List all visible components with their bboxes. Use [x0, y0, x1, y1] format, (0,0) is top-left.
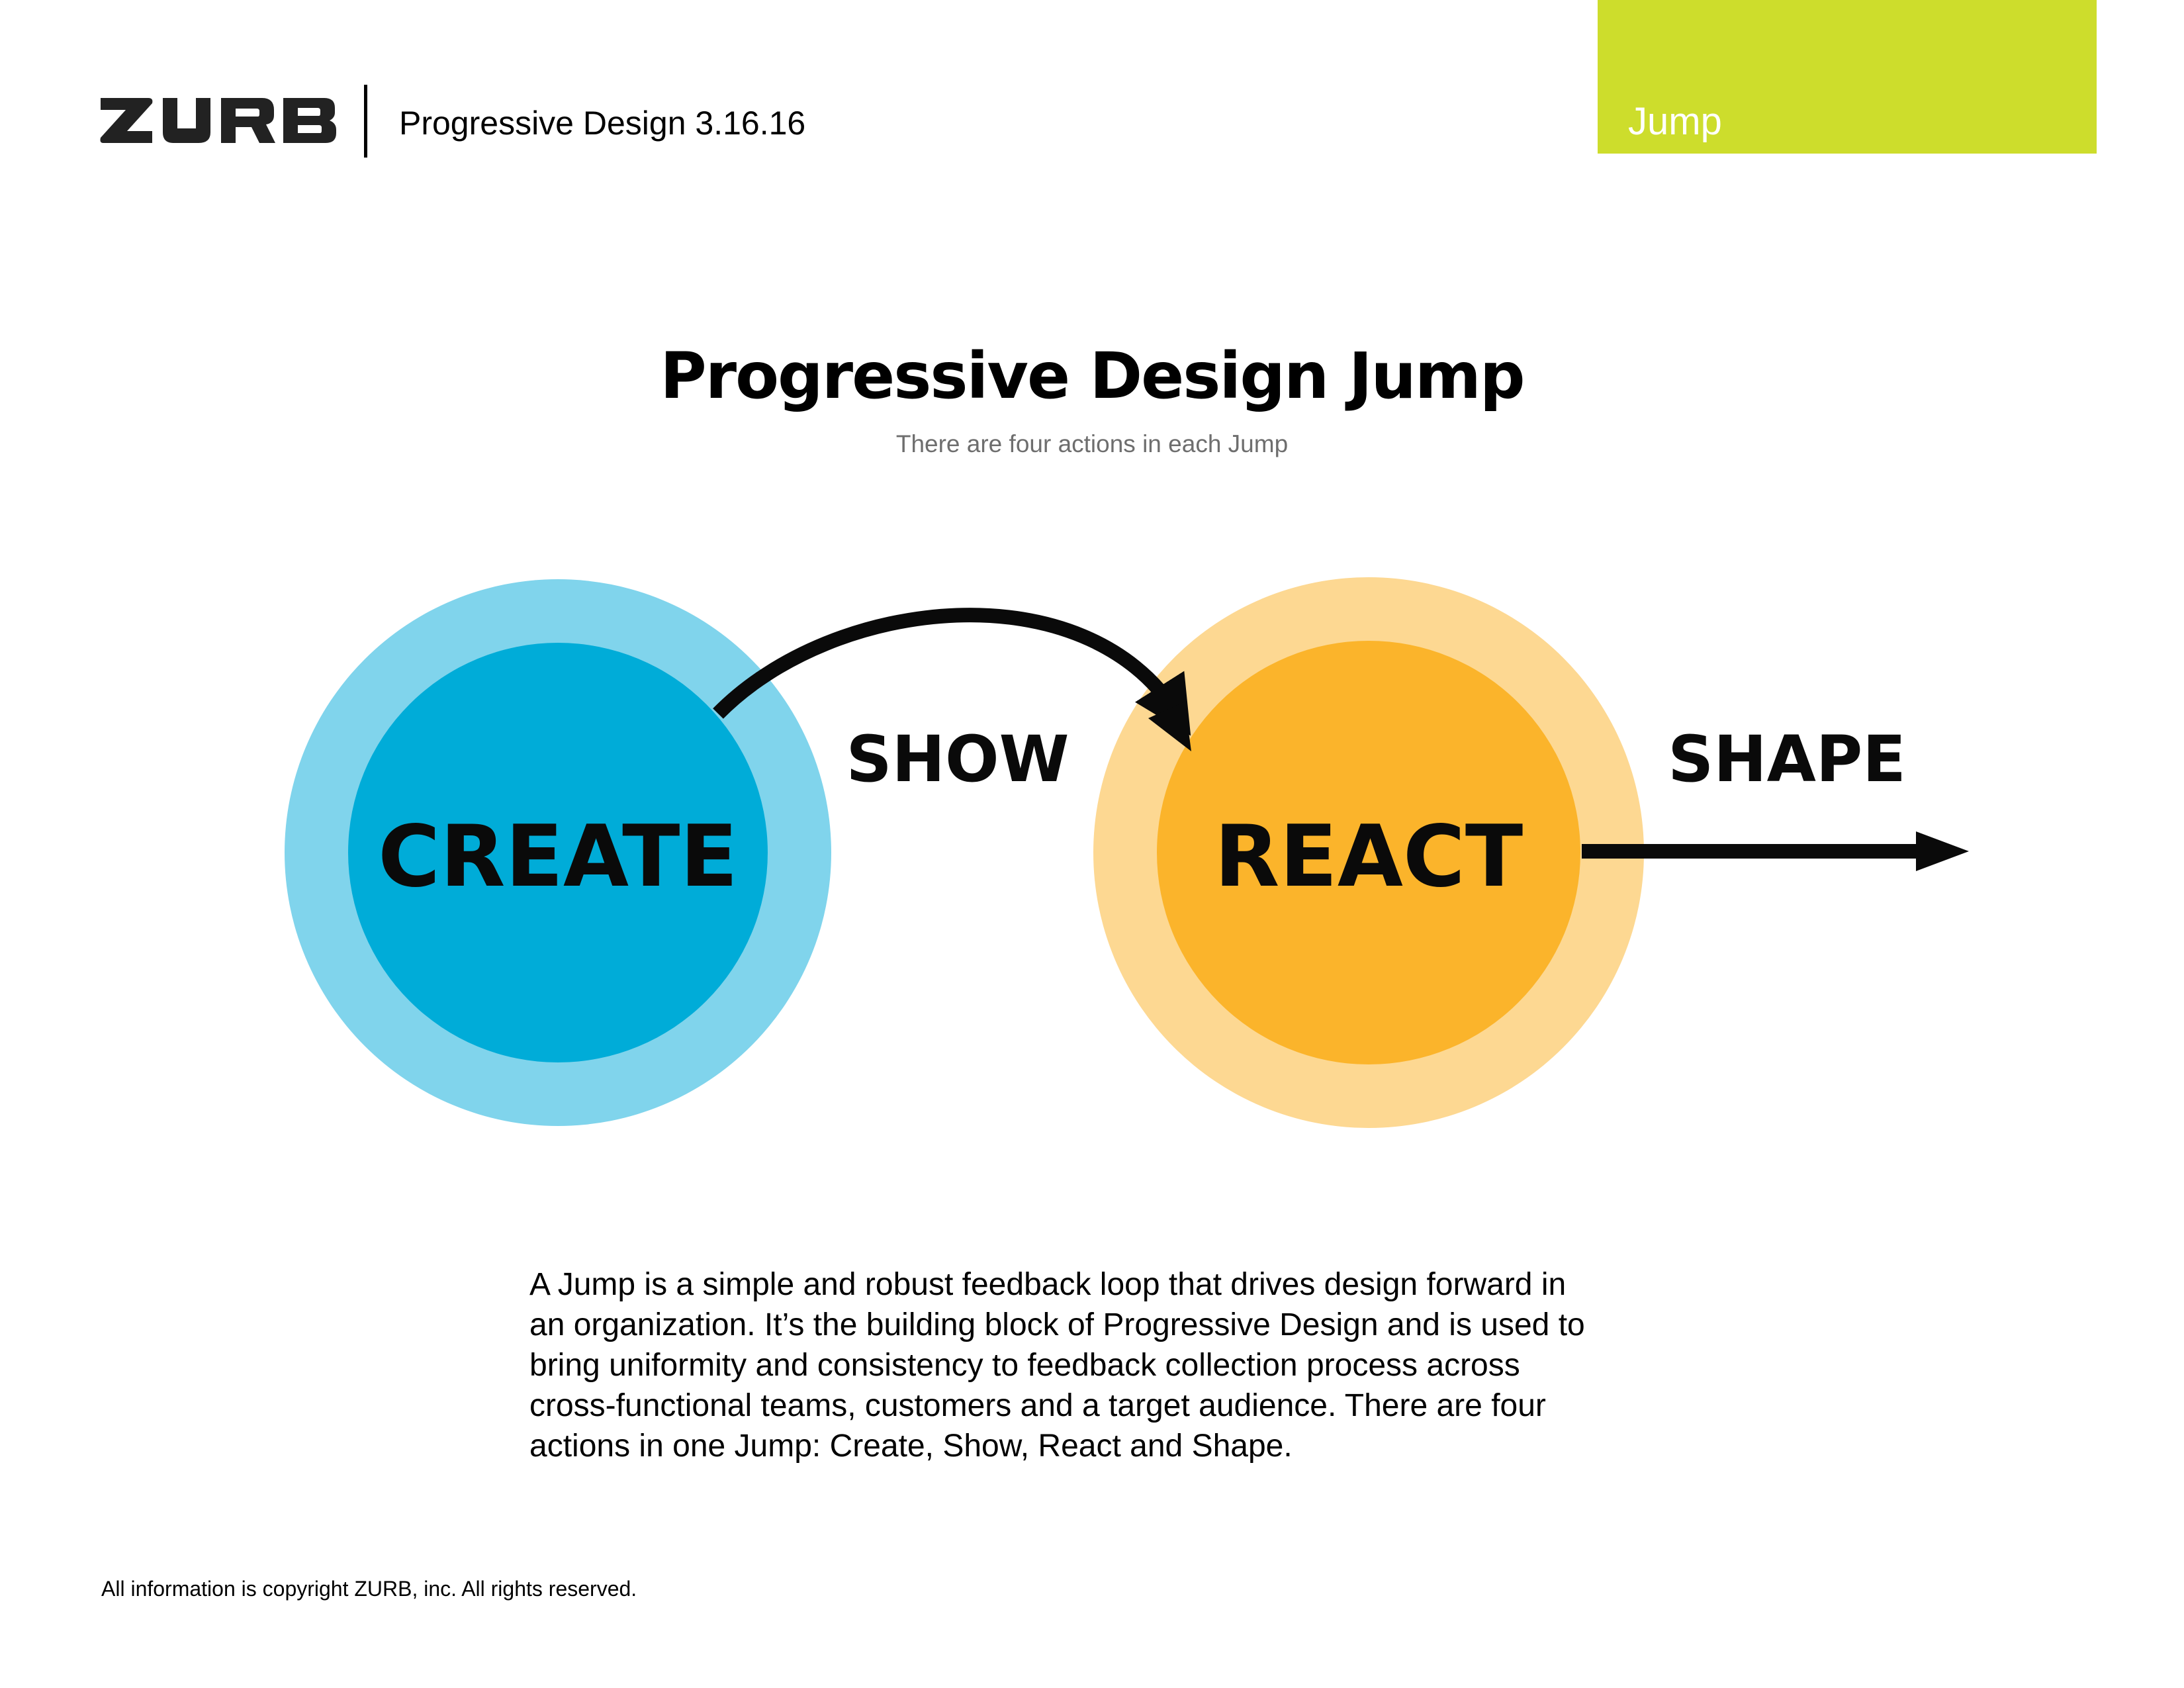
react-label: REACT	[1214, 808, 1523, 906]
description-line: A Jump is a simple and robust feedback l…	[529, 1267, 1567, 1302]
copyright-notice: All information is copyright ZURB, inc. …	[101, 1577, 637, 1601]
page-title: Progressive Design Jump	[660, 339, 1525, 413]
description-line: cross-functional teams, customers and a …	[529, 1388, 1546, 1423]
react-node	[1157, 641, 1580, 1064]
page-subtitle: There are four actions in each Jump	[895, 430, 1289, 457]
shape-arrow-head	[1916, 831, 1969, 871]
description-line: an organization. It’s the building block…	[529, 1307, 1585, 1342]
show-arrow-head	[1148, 702, 1191, 751]
zurb-logo	[100, 98, 336, 143]
create-node	[348, 643, 768, 1062]
description: A Jump is a simple and robust feedback l…	[529, 1264, 1668, 1466]
description-line: actions in one Jump: Create, Show, React…	[529, 1429, 1293, 1464]
header-subtitle: Progressive Design 3.16.16	[399, 105, 806, 142]
section-tab: Jump	[1598, 0, 2097, 154]
section-tab-label: Jump	[1628, 100, 1722, 143]
create-label: CREATE	[378, 808, 738, 906]
show-label: SHOW	[846, 722, 1069, 796]
header-divider	[364, 85, 367, 158]
shape-label: SHAPE	[1668, 722, 1906, 796]
description-line: bring uniformity and consistency to feed…	[529, 1348, 1520, 1383]
show-arrow	[713, 608, 1191, 736]
